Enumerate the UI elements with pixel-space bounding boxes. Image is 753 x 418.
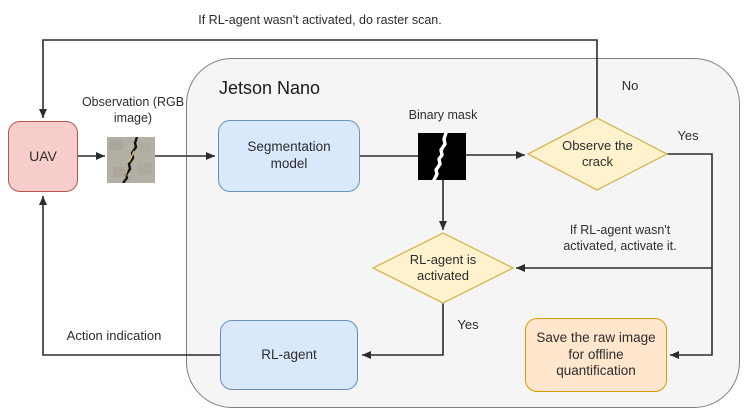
observation-image	[107, 136, 155, 184]
activate-note: If RL-agent wasn't activated, activate i…	[563, 223, 677, 254]
connector-action-indication	[39, 196, 220, 356]
segmentation-model-node: Segmentation model	[218, 120, 360, 192]
binary-mask-label: Binary mask	[408, 108, 478, 122]
uav-node: UAV	[8, 121, 78, 192]
rl-agent-node: RL-agent	[220, 320, 358, 390]
uav-label: UAV	[29, 147, 57, 164]
rl-activated-decision	[371, 232, 515, 304]
observation-label: Observation (RGB image)	[81, 95, 185, 126]
segmentation-model-label: Segmentation model	[247, 139, 331, 171]
connector-yes-to-save	[667, 153, 713, 359]
save-raw-image-label: Save the raw image for offline quantific…	[536, 329, 656, 379]
connector-no-raster-scan	[39, 39, 598, 118]
rl-agent-label: RL-agent	[261, 346, 317, 362]
yes-branch-observe-label: Yes	[677, 128, 699, 143]
rl-activated-label: RL-agent is activated	[409, 252, 477, 284]
raster-scan-note: If RL-agent wasn't activated, do raster …	[198, 13, 442, 27]
observe-crack-decision	[526, 117, 669, 191]
save-raw-image-node: Save the raw image for offline quantific…	[525, 318, 667, 392]
jetson-nano-title: Jetson Nano	[219, 78, 321, 98]
observe-crack-label: Observe the crack	[562, 138, 633, 170]
binary-mask-image	[418, 131, 466, 182]
connector-activated-yes-to-rlagent	[362, 303, 444, 359]
yes-branch-activated-label: Yes	[457, 317, 479, 332]
no-branch-label: No	[621, 78, 639, 93]
crack-binary-mask	[418, 131, 466, 182]
action-indication-label: Action indication	[66, 328, 162, 343]
concrete-crack-photo	[107, 136, 155, 184]
